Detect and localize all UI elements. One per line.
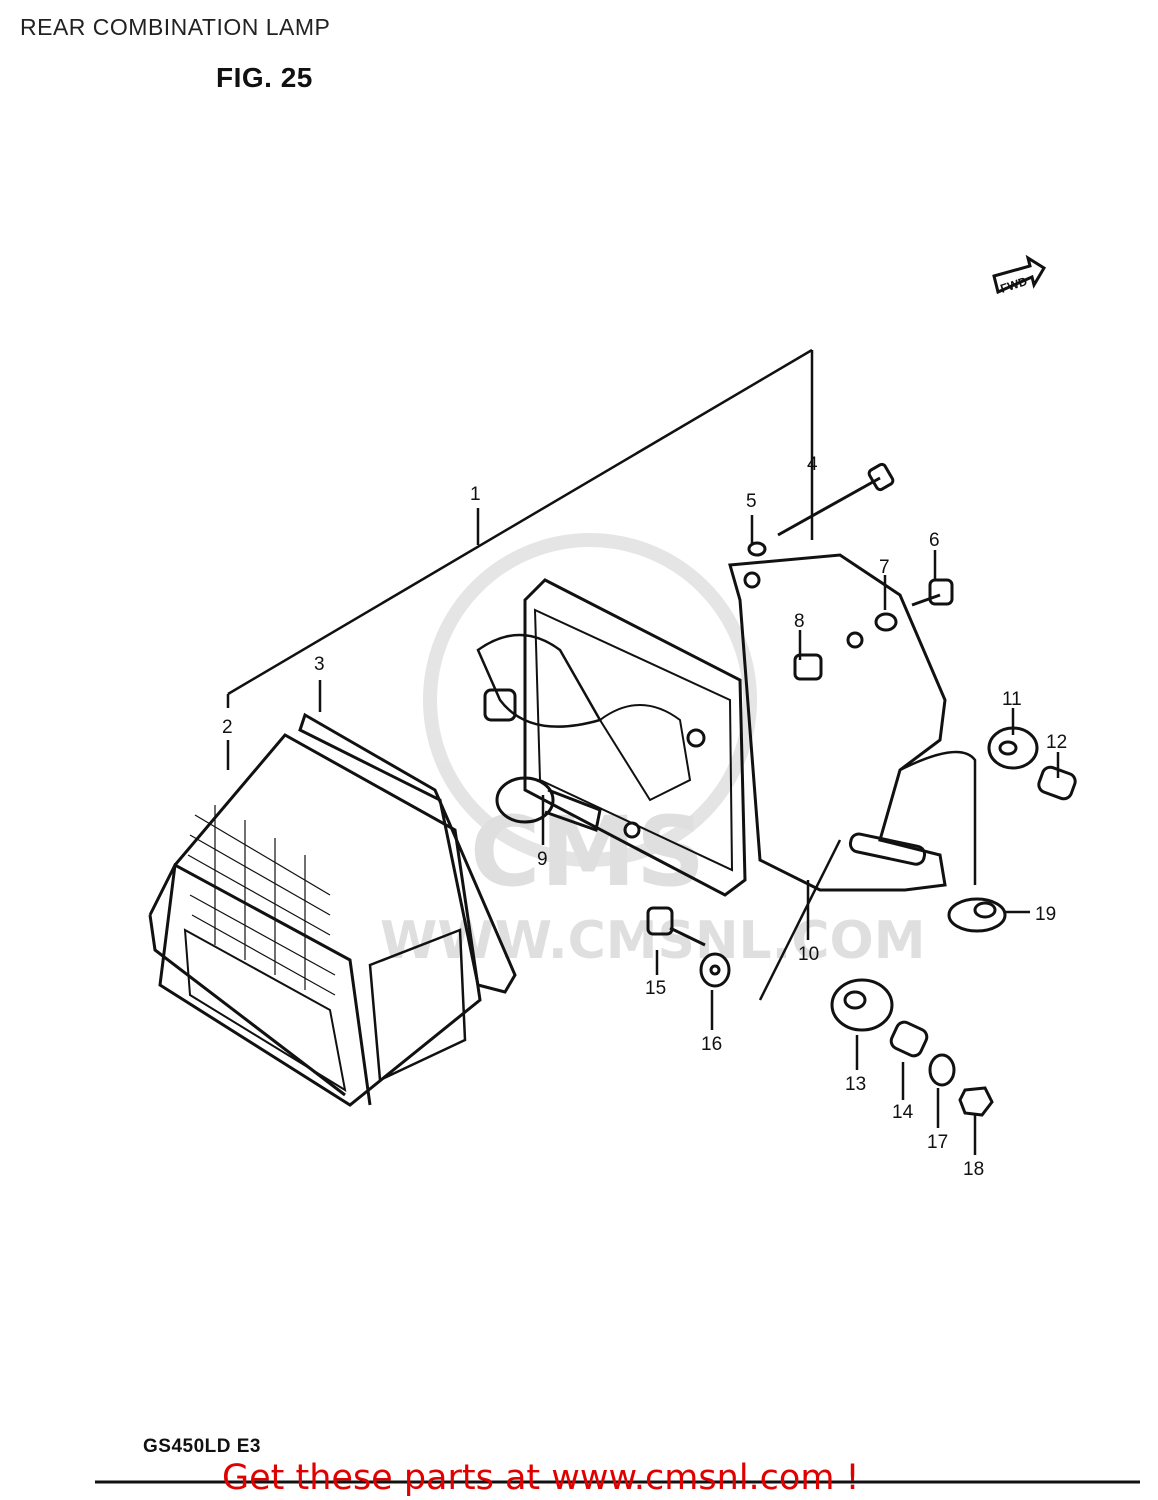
long-bolt <box>777 462 895 537</box>
callout-12: 12 <box>1046 732 1067 753</box>
callout-1: 1 <box>470 484 481 505</box>
collar-14 <box>889 1020 929 1058</box>
bulb-socket <box>483 653 823 722</box>
callout-7: 7 <box>879 557 890 578</box>
collar-12 <box>1037 765 1077 801</box>
callout-5: 5 <box>746 491 757 512</box>
washer-17 <box>928 1053 956 1087</box>
callout-2: 2 <box>222 717 233 738</box>
bolt-15 <box>646 906 706 947</box>
model-code: GS450LD E3 <box>143 1436 261 1457</box>
nut-18 <box>958 1086 994 1117</box>
callout-6: 6 <box>929 530 940 551</box>
tail-lamp-lens <box>148 733 482 1107</box>
grommet-11 <box>987 726 1039 770</box>
callout-16: 16 <box>701 1034 722 1055</box>
lamp-bracket <box>728 553 977 892</box>
callout-8: 8 <box>794 611 805 632</box>
bushing-19 <box>947 897 1007 933</box>
lens-gasket <box>298 712 517 994</box>
grommet-13 <box>830 978 894 1032</box>
washer-7 <box>874 612 898 632</box>
washer-16 <box>699 952 731 988</box>
figure-label: FIG. 25 <box>216 62 313 93</box>
callout-4: 4 <box>807 454 818 475</box>
callout-10: 10 <box>798 944 819 965</box>
callout-19: 19 <box>1035 904 1056 925</box>
callout-15: 15 <box>645 978 666 999</box>
callout-3: 3 <box>314 654 325 675</box>
callout-11: 11 <box>1002 689 1022 710</box>
callout-18: 18 <box>963 1159 984 1180</box>
forward-arrow-icon: FWD <box>992 254 1047 296</box>
page-title: REAR COMBINATION LAMP <box>20 14 331 40</box>
watermark-brand: CMS <box>470 796 705 908</box>
callout-14: 14 <box>892 1102 914 1123</box>
cmsnl-watermark: CMS WWW.CMSNL.COM <box>380 533 925 971</box>
washer-5 <box>747 541 767 557</box>
get-parts-link[interactable]: Get these parts at www.cmsnl.com ! <box>222 1458 860 1498</box>
callout-labels: 1 2 3 4 5 6 7 8 9 10 11 12 13 14 15 16 1… <box>222 454 1067 1180</box>
callout-9: 9 <box>537 849 548 870</box>
assembly-bracket-lines <box>226 348 1060 1155</box>
callout-17: 17 <box>927 1132 948 1153</box>
screw-6 <box>911 578 954 607</box>
callout-13: 13 <box>845 1074 866 1095</box>
lens-grid-pattern <box>187 805 336 996</box>
bulb-icon <box>495 776 602 832</box>
